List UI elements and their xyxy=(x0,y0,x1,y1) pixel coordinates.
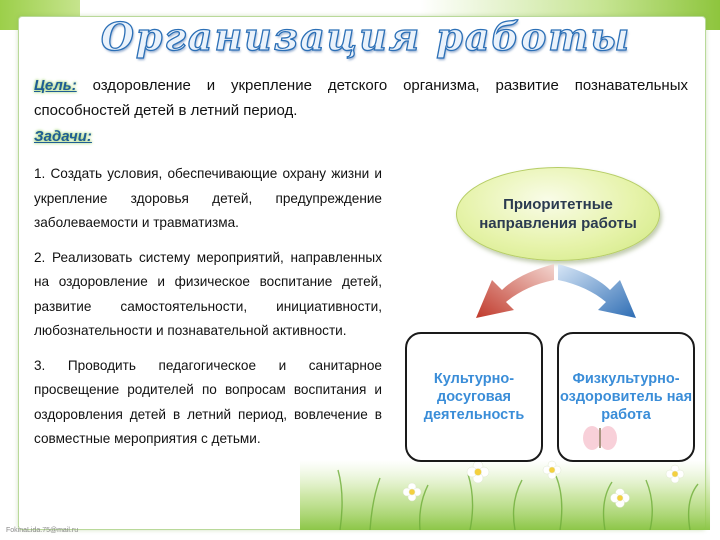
task-item: 1. Создать условия, обеспечивающие охран… xyxy=(34,166,382,230)
tasks-list: 1. Создать условия, обеспечивающие охран… xyxy=(34,162,382,462)
task-item: 3. Проводить педагогическое и санитарное… xyxy=(34,357,382,447)
left-arrow-icon xyxy=(476,264,554,318)
tasks-label: Задачи: xyxy=(34,128,92,145)
meadow-illustration xyxy=(300,426,710,530)
physical-health-label: Физкультурно-оздоровитель ная работа xyxy=(559,371,693,423)
priority-directions-ellipse: Приоритетные направления работы xyxy=(456,167,660,261)
task-item: 2. Реализовать систему мероприятий, напр… xyxy=(34,249,382,339)
goal-text: оздоровление и укрепление детского орган… xyxy=(34,77,688,119)
cultural-leisure-label: Культурно-досуговая деятельность xyxy=(423,371,525,423)
right-arrow-icon xyxy=(558,264,636,318)
footer-email: FokinaLida.75@mail.ru xyxy=(6,527,79,534)
goal-paragraph: Цель: оздоровление и укрепление детского… xyxy=(34,73,688,123)
slide-title: Организация работы xyxy=(100,13,632,59)
goal-label: Цель: xyxy=(34,77,77,94)
cultural-leisure-box: Культурно-досуговая деятельность xyxy=(405,332,543,462)
tasks-heading: Задачи: xyxy=(34,128,92,145)
physical-health-box: Физкультурно-оздоровитель ная работа xyxy=(557,332,695,462)
direction-arrows xyxy=(476,264,636,318)
priority-directions-label: Приоритетные направления работы xyxy=(479,196,637,232)
